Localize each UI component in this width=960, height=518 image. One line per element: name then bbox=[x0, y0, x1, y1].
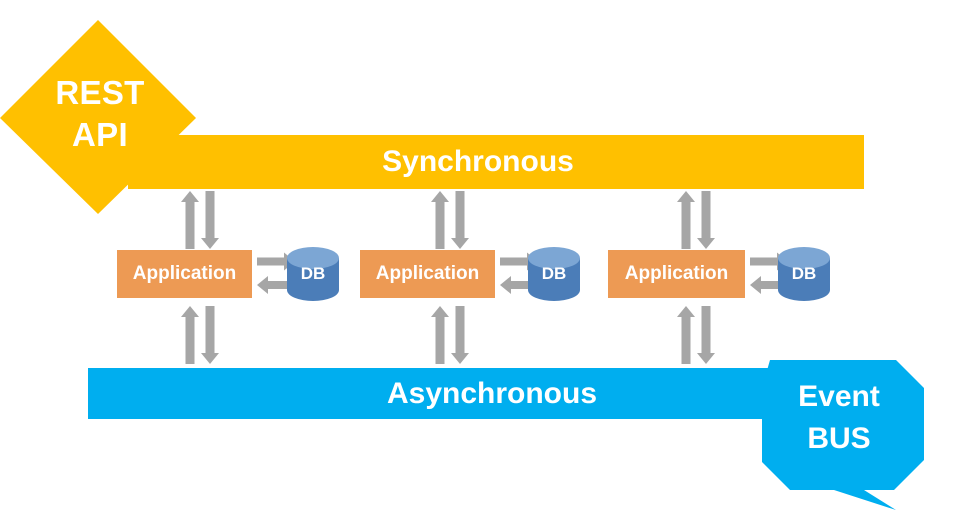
async-arrows-service-3 bbox=[676, 306, 716, 364]
arrow-up-icon bbox=[431, 191, 449, 249]
application-label: Application bbox=[132, 263, 237, 284]
application-box-1[interactable]: Application bbox=[117, 250, 252, 298]
arrow-down-icon bbox=[451, 191, 469, 249]
synchronous-bus-label: Synchronous bbox=[382, 145, 574, 178]
arrow-down-icon bbox=[201, 191, 219, 249]
arrow-down-icon bbox=[451, 306, 469, 364]
event-bus-shape bbox=[744, 352, 940, 512]
application-box-2[interactable]: Application bbox=[360, 250, 495, 298]
sync-arrows-service-1 bbox=[180, 191, 220, 249]
arrow-down-icon bbox=[697, 191, 715, 249]
app-db-arrows-1 bbox=[257, 252, 295, 296]
async-arrows-service-2 bbox=[430, 306, 470, 364]
arrow-down-icon bbox=[201, 306, 219, 364]
arrow-right-icon bbox=[257, 252, 295, 271]
event-bus-label: Event BUS bbox=[754, 376, 924, 460]
db-cylinder-1[interactable]: DB bbox=[287, 247, 339, 301]
arrow-up-icon bbox=[431, 306, 449, 364]
asynchronous-bus-label: Asynchronous bbox=[386, 377, 598, 410]
arrow-up-icon bbox=[677, 306, 695, 364]
sync-arrows-service-2 bbox=[430, 191, 470, 249]
asynchronous-bus-bar bbox=[88, 368, 820, 419]
arrow-up-icon bbox=[181, 191, 199, 249]
application-box-3[interactable]: Application bbox=[608, 250, 745, 298]
event-bus-label-line2: BUS bbox=[807, 422, 871, 455]
synchronous-bus-bar bbox=[128, 135, 864, 189]
arrow-left-icon bbox=[257, 276, 295, 294]
application-label: Application bbox=[624, 263, 729, 284]
db-cylinder-2[interactable]: DB bbox=[528, 247, 580, 301]
db-cylinder-3[interactable]: DB bbox=[778, 247, 830, 301]
async-arrows-service-1 bbox=[180, 306, 220, 364]
arrow-left-icon bbox=[750, 276, 788, 294]
arrow-up-icon bbox=[677, 191, 695, 249]
arrow-left-icon bbox=[500, 276, 538, 294]
arrow-down-icon bbox=[697, 306, 715, 364]
application-label: Application bbox=[375, 263, 480, 284]
event-bus-label-line1: Event bbox=[798, 380, 880, 413]
sync-arrows-service-3 bbox=[676, 191, 716, 249]
arrow-up-icon bbox=[181, 306, 199, 364]
